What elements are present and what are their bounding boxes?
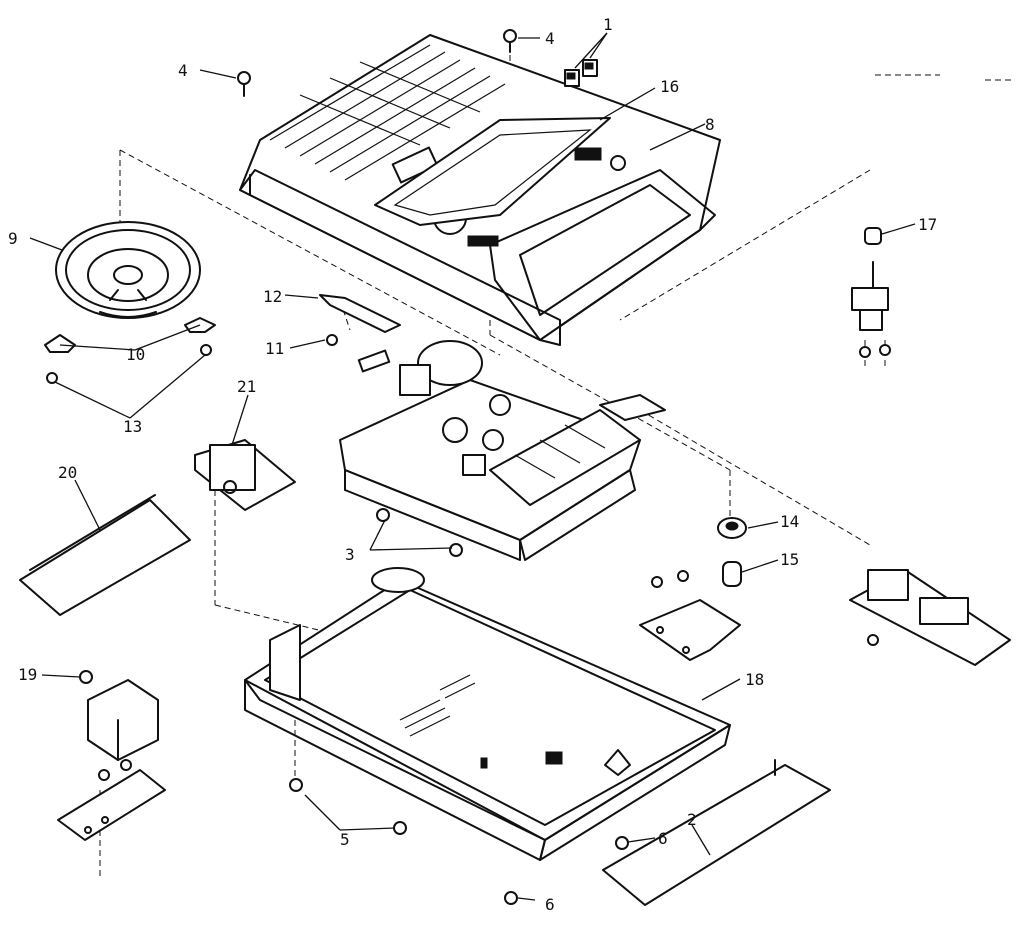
cabinet-vents [399,674,476,737]
bracket-12 [319,294,401,333]
part-15 [722,561,742,587]
callout-3: 3 [345,545,355,564]
callout-10: 10 [126,345,145,364]
part-14 [717,517,747,539]
callout-21: 21 [237,377,256,396]
callout-4-left: 4 [178,61,188,80]
callout-4-top: 4 [545,29,555,48]
callout-14: 14 [780,512,799,531]
switch-assembly [851,227,889,331]
tape-mechanism [339,340,641,561]
callout-1: 1 [603,15,613,34]
screw-11 [326,334,338,346]
screws-5 [289,778,407,835]
callout-9: 9 [8,229,18,248]
screws-3 [376,508,463,557]
screw-13-left [46,372,58,384]
callout-13: 13 [123,417,142,436]
screw-4-left [237,71,251,97]
leader-lines [29,32,916,901]
speaker-grille-slots [269,44,506,181]
callout-15: 15 [780,550,799,569]
callout-16: 16 [660,77,679,96]
part-2-strip [602,759,831,906]
bottom-cabinet [244,567,731,861]
callout-20: 20 [58,463,77,482]
callout-labels: 1 2 3 4 4 5 6 6 8 9 10 11 12 13 14 15 16… [8,15,937,914]
screws-transformer [98,759,132,781]
callout-19: 19 [18,665,37,684]
screws-17 [859,344,891,358]
transformer [57,679,166,841]
jack-board [849,569,1011,666]
push-keys [564,59,598,87]
screw-4-top [503,29,517,53]
callout-6-right: 6 [658,829,668,848]
screw-13-right [200,344,212,356]
screw-19 [79,670,93,684]
screws-6 [504,836,629,905]
callout-12: 12 [263,287,282,306]
callout-6-bottom: 6 [545,895,555,914]
callout-17: 17 [918,215,937,234]
cassette-lid [374,117,611,226]
callout-18: 18 [745,670,764,689]
screws-bracket [651,570,689,588]
part-20-plate [19,494,191,616]
screws [46,29,891,905]
small-plate [599,394,666,421]
callout-8: 8 [705,115,715,134]
screw-right-board [867,634,879,646]
speaker [55,221,201,319]
part-21 [194,439,296,511]
callout-5: 5 [340,830,350,849]
clip-small [357,349,391,373]
callout-11: 11 [265,339,284,358]
mount-bracket [639,599,741,661]
callout-2: 2 [687,810,697,829]
